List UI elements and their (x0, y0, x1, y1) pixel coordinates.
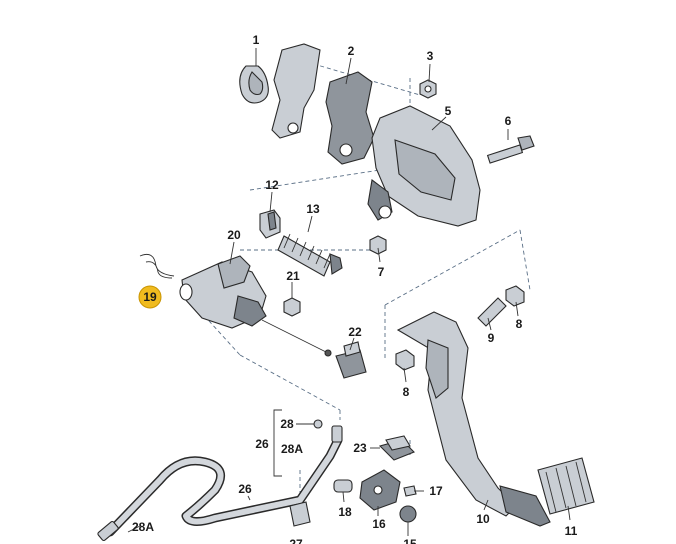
callout-6: 6 (505, 114, 512, 128)
part-28-clip (313, 419, 323, 429)
part-10-pedal-lever (396, 311, 551, 527)
callout-1: 1 (253, 33, 260, 47)
part-2-plates (271, 43, 375, 165)
group-bracket-26 (273, 409, 282, 477)
part-20-master-cylinder (179, 255, 332, 357)
callout-8-lower: 8 (403, 385, 410, 399)
callout-8-upper: 8 (516, 317, 523, 331)
part-17-screw (403, 485, 417, 497)
callout-23: 23 (353, 441, 367, 455)
callout-18: 18 (338, 505, 352, 519)
callout-9: 9 (488, 331, 495, 345)
callout-7: 7 (378, 265, 385, 279)
callout-28: 28 (280, 417, 294, 431)
callout-27: 27 (289, 537, 303, 544)
part-1-clip (239, 65, 269, 104)
part-5-bracket-housing (367, 105, 481, 227)
callout-3: 3 (427, 49, 434, 63)
part-8-bushing-lower (395, 349, 415, 371)
part-7-nut (369, 235, 387, 255)
callout-13: 13 (306, 202, 320, 216)
callout-11: 11 (565, 524, 578, 538)
part-6-bolt (486, 135, 535, 164)
callout-10: 10 (476, 512, 490, 526)
callout-28A: 28A (132, 520, 154, 534)
part-9-sleeve (477, 297, 507, 327)
callout-5: 5 (445, 104, 452, 118)
part-12-clip (259, 209, 281, 239)
part-18-pin (333, 479, 353, 493)
part-13-spring (277, 233, 343, 277)
callout-22: 22 (348, 325, 362, 339)
part-22-bracket (335, 341, 367, 379)
part-3-nut (419, 79, 437, 99)
callout-28A-group: 28A (281, 442, 303, 456)
callout-20: 20 (227, 228, 241, 242)
callout-12: 12 (265, 178, 279, 192)
callout-26-group: 26 (255, 437, 269, 451)
callout-19: 19 (143, 290, 157, 304)
part-16-bracket (359, 469, 401, 511)
callout-16: 16 (372, 517, 386, 531)
highlight-badge-19 (138, 285, 162, 309)
callout-17: 17 (429, 484, 443, 498)
callout-2: 2 (348, 44, 355, 58)
part-19-wire-clip (139, 253, 175, 279)
callout-21: 21 (286, 269, 300, 283)
part-11-pedal-pad (537, 457, 595, 515)
part-21-nut (283, 297, 301, 317)
dashed-assembly-lines (189, 59, 531, 505)
part-26-hose (97, 425, 343, 541)
part-23-holder (378, 435, 415, 461)
callout-15: 15 (403, 537, 417, 544)
callout-leaders (127, 48, 571, 536)
part-8-bushing-upper (505, 285, 525, 307)
part-27-hose-clip (289, 501, 311, 527)
callout-26: 26 (238, 482, 252, 496)
callout-numbers: 1 2 3 5 6 12 13 20 21 7 19 22 9 8 8 28 2… (132, 33, 578, 544)
part-15-grommet (399, 505, 417, 523)
